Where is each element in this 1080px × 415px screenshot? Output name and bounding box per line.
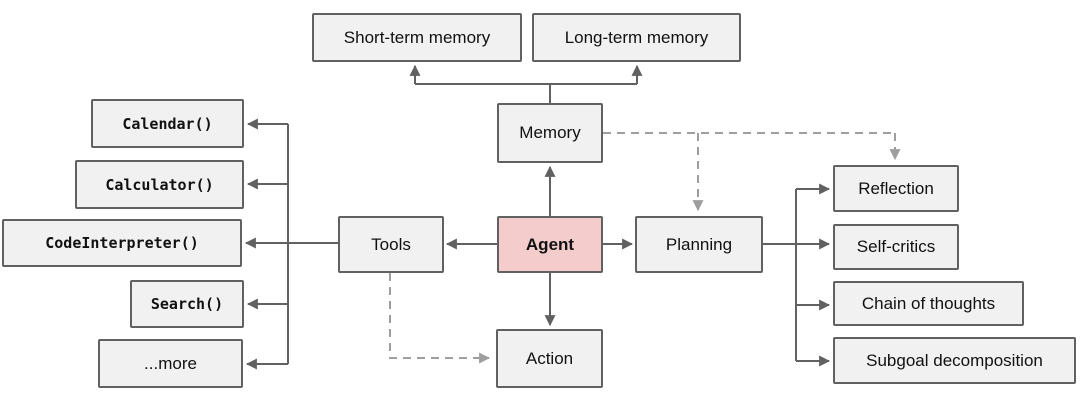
node-short-term-memory: Short-term memory bbox=[312, 13, 522, 62]
node-planning: Planning bbox=[635, 216, 763, 273]
node-more-tools: ...more bbox=[98, 339, 243, 388]
node-chain-of-thoughts: Chain of thoughts bbox=[833, 281, 1024, 326]
node-subgoal-decomposition: Subgoal decomposition bbox=[833, 337, 1076, 384]
node-search-tool: Search() bbox=[130, 280, 244, 328]
node-memory: Memory bbox=[497, 103, 603, 163]
node-self-critics: Self-critics bbox=[833, 224, 959, 270]
node-code-interpreter-tool: CodeInterpreter() bbox=[2, 219, 242, 267]
node-calculator-tool: Calculator() bbox=[75, 160, 244, 209]
node-action: Action bbox=[496, 329, 603, 388]
node-long-term-memory: Long-term memory bbox=[532, 13, 741, 62]
node-agent: Agent bbox=[497, 216, 603, 273]
node-tools: Tools bbox=[338, 216, 444, 273]
node-calendar-tool: Calendar() bbox=[91, 99, 244, 148]
node-reflection: Reflection bbox=[833, 165, 959, 212]
